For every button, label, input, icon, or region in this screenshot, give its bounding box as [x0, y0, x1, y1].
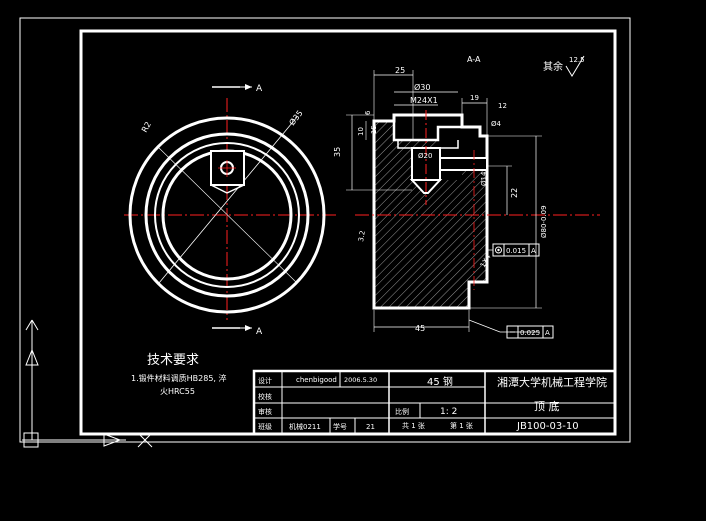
circle-view [124, 84, 338, 331]
dim-thread: M24X1 [410, 96, 438, 105]
outer-border [19, 17, 631, 443]
tb-class-label: 班级 [258, 422, 272, 431]
dim-radius: R2 [140, 120, 153, 134]
tb-check-label: 校核 [258, 392, 272, 401]
tb-class-no: 机械0211 [289, 422, 321, 431]
tb-drawing-no: JB100-03-10 [516, 421, 579, 432]
coax-tolerance [492, 243, 540, 257]
tb-school: 湘潭大学机械工程学院 [497, 375, 607, 389]
tb-sheet-count: 共 1 张 [402, 421, 425, 430]
roughness-symbol [565, 55, 585, 77]
ucs-icon [22, 319, 153, 448]
dim-12: 12 [498, 102, 507, 110]
dim-main-dia: Ø80-0.09 [540, 205, 548, 238]
section-label: A-A [467, 55, 481, 64]
tb-designer: chenbigood [296, 376, 337, 384]
tb-date: 2006.5.30 [344, 376, 377, 384]
tb-design-label: 设计 [258, 376, 272, 385]
dim-phi20: Ø20 [418, 152, 432, 160]
view-label-top: A [256, 84, 263, 94]
section-view [346, 70, 600, 333]
tb-scale: 1: 2 [440, 407, 457, 417]
flat-tol-value: 0.025 [520, 329, 540, 337]
dim-10: 10 [357, 127, 365, 136]
dim-6: 6 [364, 110, 372, 115]
dim-25: 25 [395, 66, 405, 75]
tb-id-no: 21 [366, 423, 375, 431]
view-label-bottom: A [256, 327, 263, 337]
tech-req-title: 技术要求 [147, 353, 199, 368]
tb-scale-label: 比例 [395, 407, 409, 416]
dim-22: 22 [510, 188, 519, 198]
flat-tolerance [506, 325, 554, 339]
tb-part-name: 顶 底 [534, 399, 560, 413]
dim-30: Ø30 [414, 82, 430, 92]
roughness-label: 其余 [543, 60, 563, 73]
tech-req-line1: 1.锻件材料调质HB285, 淬 [131, 373, 227, 383]
tb-review-label: 审核 [258, 407, 272, 416]
dim-diameter-35: Ø35 [287, 108, 305, 127]
dim-19: 19 [470, 94, 479, 102]
dim-phi14: Ø14 [480, 171, 488, 186]
tb-material: 45 钢 [427, 375, 453, 388]
flat-tol-ref: A [545, 329, 550, 337]
coax-tol-ref: A [531, 247, 536, 255]
dim-15: 15 [370, 125, 378, 134]
dim-3-2: 3.2 [357, 230, 367, 242]
dim-45: 45 [415, 324, 425, 333]
coax-tol-value: 0.015 [506, 247, 526, 255]
dim-phi4: Ø4 [491, 120, 502, 128]
roughness-value: 12.5 [569, 56, 585, 64]
title-block-lines [252, 369, 617, 436]
tb-id-label: 学号 [333, 422, 347, 431]
tb-sheet-no: 第 1 张 [450, 421, 473, 430]
tech-req-line2: 火HRC55 [160, 387, 195, 396]
dim-35-vert: 35 [333, 147, 342, 157]
